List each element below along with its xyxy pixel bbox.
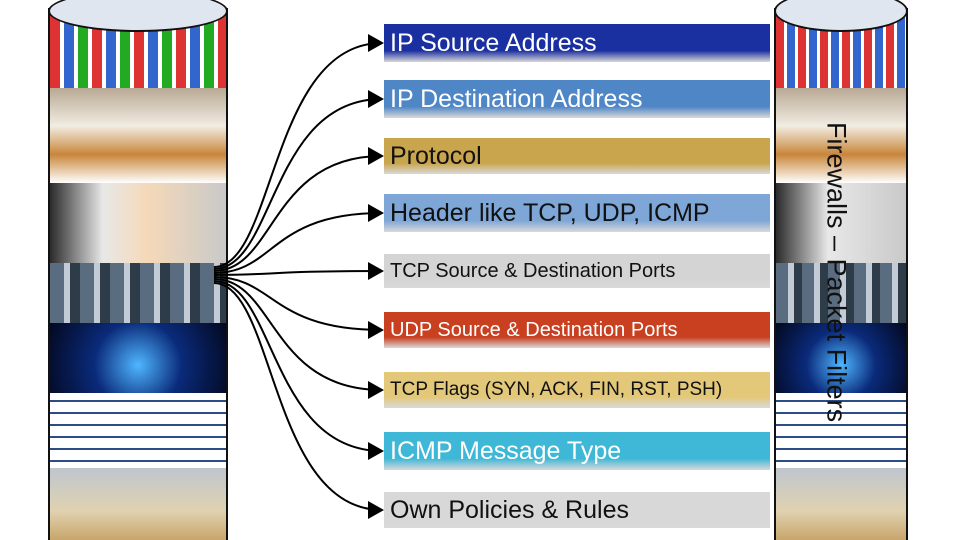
bar-label: IP Source Address <box>390 28 597 57</box>
big-data-word-cloud-image <box>50 393 226 468</box>
left-image-cylinder <box>48 8 228 540</box>
bar-header-types: Header like TCP, UDP, ICMP <box>384 194 770 232</box>
connector-arrow-6 <box>213 278 384 399</box>
restaurant-table-image-right <box>776 88 906 183</box>
students-at-computers-image-right <box>776 183 906 263</box>
traffic-jam-image <box>50 263 226 323</box>
slide-title-text: Firewalls – Packet Filters <box>821 121 852 423</box>
cleaning-workers-image-right <box>776 468 906 540</box>
connector-arrow-5 <box>213 276 384 339</box>
bar-label: TCP Source & Destination Ports <box>390 259 676 282</box>
connector-arrow-4 <box>213 262 384 281</box>
bar-tcp-flags: TCP Flags (SYN, ACK, FIN, RST, PSH) <box>384 372 770 408</box>
network-lights-image <box>50 323 226 393</box>
traffic-jam-image-right <box>776 263 906 323</box>
connector-arrow-3 <box>213 204 384 274</box>
bar-tcp-ports: TCP Source & Destination Ports <box>384 254 770 288</box>
slide-title: Firewalls – Packet Filters <box>817 82 855 462</box>
bar-label: Header like TCP, UDP, ICMP <box>390 198 710 227</box>
bar-label: ICMP Message Type <box>390 436 622 465</box>
bar-label: IP Destination Address <box>390 84 643 113</box>
bar-ip-source-address: IP Source Address <box>384 24 770 62</box>
network-lights-image-right <box>776 323 906 393</box>
connector-arrow-7 <box>213 280 384 460</box>
cleaning-workers-image <box>50 468 226 540</box>
bar-ip-destination-address: IP Destination Address <box>384 80 770 118</box>
bar-protocol: Protocol <box>384 138 770 174</box>
students-at-computers-image <box>50 183 226 263</box>
connector-arrow-0 <box>213 34 384 268</box>
bar-label: UDP Source & Destination Ports <box>390 318 678 341</box>
bar-udp-ports: UDP Source & Destination Ports <box>384 312 770 348</box>
restaurant-table-image <box>50 88 226 183</box>
connector-arrow-2 <box>213 147 384 272</box>
bar-label: Protocol <box>390 141 482 170</box>
bar-icmp-message-type: ICMP Message Type <box>384 432 770 470</box>
bar-label: TCP Flags (SYN, ACK, FIN, RST, PSH) <box>390 379 723 400</box>
bar-label: Own Policies & Rules <box>390 495 629 524</box>
bar-own-policies: Own Policies & Rules <box>384 492 770 528</box>
connector-arrow-8 <box>213 282 384 519</box>
connector-arrow-1 <box>213 90 384 270</box>
big-data-word-cloud-image-right <box>776 393 906 468</box>
